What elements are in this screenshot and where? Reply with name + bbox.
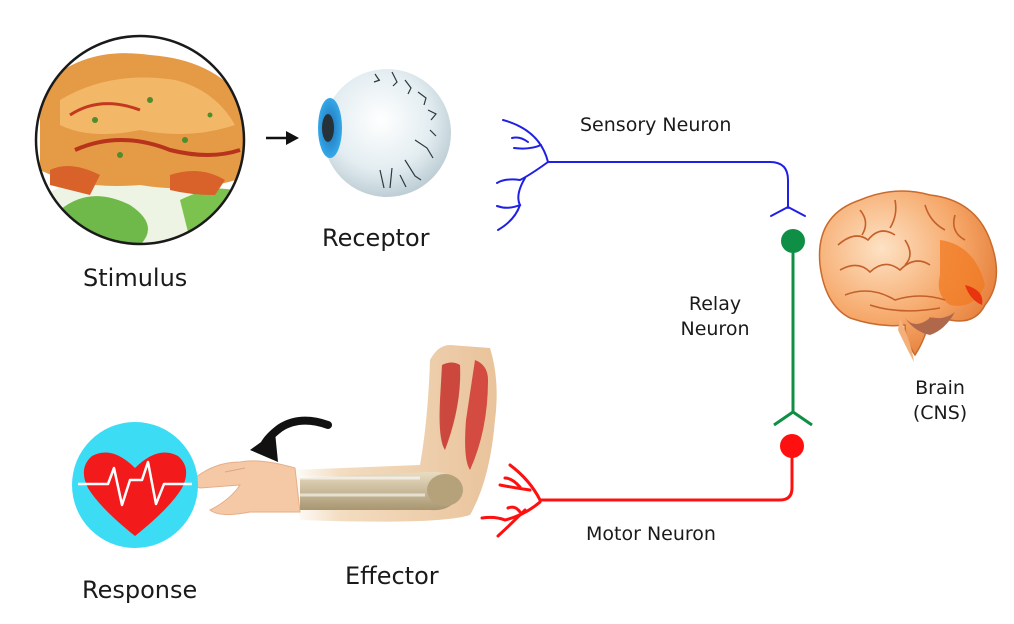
response-label: Response [82,576,198,604]
relay-neuron [773,229,813,427]
movement-arrow-icon [250,416,332,462]
receptor-label: Receptor [322,224,430,252]
effector-label: Effector [345,562,439,590]
sensory-neuron [496,119,806,231]
motor-neuron-label: Motor Neuron [586,523,716,545]
sensory-neuron-label: Sensory Neuron [580,114,732,136]
brain-label-line1: Brain [915,377,965,399]
stimulus-food-icon [34,34,246,246]
brain-label-line2: (CNS) [912,402,968,424]
effector-arm-icon [190,345,497,522]
receptor-eyeball-icon [318,69,451,197]
response-heartbeat-icon [72,422,198,548]
brain-icon [818,190,998,362]
relay-neuron-label-line2: Neuron [680,318,750,340]
relay-neuron-label: Relay Neuron [670,292,760,342]
stimulus-label: Stimulus [83,264,188,292]
relay-neuron-label-line1: Relay [688,293,742,315]
arrow-stimulus-to-receptor-icon [266,131,299,145]
brain-label: Brain (CNS) [895,376,985,426]
motor-neuron [480,434,804,538]
